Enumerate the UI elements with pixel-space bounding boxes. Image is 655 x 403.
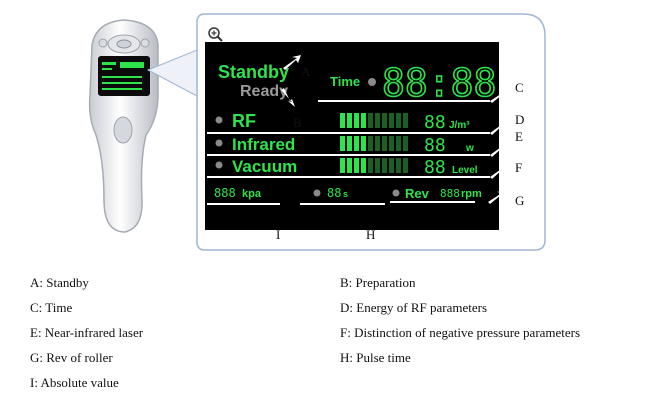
infrared-unit: w [465,143,474,154]
rev-unit: rpm [461,188,482,200]
kpa-unit: kpa [242,188,262,200]
callout-label-d: D [515,112,524,127]
rf-bar-segment [354,113,359,128]
rf-bar-segment [396,113,401,128]
legend-b: B: Preparation [340,275,416,290]
time-value: 88:88 [382,61,496,105]
vacuum-bar-segment [396,158,401,173]
vacuum-bar-segment [354,158,359,173]
rf-bar-segment [347,113,352,128]
callout-label-e: E [515,129,523,144]
legend-c: C: Time [30,300,73,315]
infrared-label: Infrared [232,135,295,154]
infrared-bar-segment [368,136,373,151]
rf-bar-segment [375,113,380,128]
callout-label-i: I [276,227,280,242]
vacuum-bar-segment [361,158,366,173]
vacuum-label: Vacuum [232,157,297,176]
infrared-bar-segment [361,136,366,151]
vacuum-level-bars [340,158,408,173]
infrared-value: 88 [424,135,446,156]
callout-arrow-b [281,88,295,107]
rev-label: Rev [405,186,430,201]
legend-i: I: Absolute value [30,375,119,390]
vacuum-bar-segment [347,158,352,173]
legend-h: H: Pulse time [340,350,411,365]
callout-arrow-a [283,55,301,70]
vacuum-bar-segment [375,158,380,173]
legend-f: F: Distinction of negative pressure para… [340,325,581,340]
infrared-bar-segment [403,136,408,151]
infrared-indicator-dot [215,139,223,147]
infrared-bar-segment [382,136,387,151]
kpa-value: 888 [214,186,236,200]
vacuum-bar-segment [403,158,408,173]
callout-label-h: H [366,227,375,242]
vacuum-unit: Level [452,165,478,176]
callout-label-c: C [515,80,524,95]
infrared-bar-segment [340,136,345,151]
standby-text: Standby [218,62,289,82]
infrared-bar-segment [375,136,380,151]
handheld-device [88,19,159,233]
diagram-figure: Standby Ready Time 88:88 RF 88 J/m³ Infr… [88,13,546,251]
infrared-bar-segment [389,136,394,151]
device-left-button[interactable] [98,38,108,48]
rf-indicator-dot [215,116,223,124]
time-indicator-dot [368,78,376,86]
callout-label-f: F [515,160,522,175]
legend-e: E: Near-infrared laser [30,325,144,340]
callout-label-a: A [301,64,311,79]
device-center-button[interactable] [116,39,132,49]
infrared-level-bars [340,136,408,151]
infrared-bar-segment [354,136,359,151]
rf-bar-segment [361,113,366,128]
rf-bar-segment [403,113,408,128]
legend-g: G: Rev of roller [30,350,113,365]
vacuum-value: 88 [424,157,446,178]
rf-value: 88 [424,112,446,133]
device-roller [113,116,133,144]
rf-bar-segment [382,113,387,128]
infrared-bar-segment [396,136,401,151]
legend-d: D: Energy of RF parameters [340,300,488,315]
zoom-in-icon[interactable] [208,27,223,42]
legend-a: A: Standby [30,275,89,290]
device-right-button[interactable] [140,38,150,48]
callout-arrow-c [490,89,508,103]
pulse-indicator-dot [313,189,321,197]
vacuum-indicator-dot [215,161,223,169]
rf-level-bars [340,113,408,128]
vacuum-bar-segment [382,158,387,173]
rf-label: RF [232,111,256,131]
callout-arrow-d [490,120,508,135]
pulse-value: 88 [327,186,341,200]
leader-line-i [243,205,279,227]
rev-indicator-dot [392,189,400,197]
callout-label-g: G [515,193,524,208]
vacuum-bar-segment [340,158,345,173]
callout-label-b: B [293,115,302,130]
rev-value: 888 [440,187,460,200]
rf-bar-segment [340,113,345,128]
rf-unit: J/m³ [449,120,470,131]
callout-arrow-e [490,142,508,157]
vacuum-bar-segment [368,158,373,173]
callout-arrow-f [490,164,508,179]
ready-text: Ready [240,83,288,100]
rf-bar-segment [368,113,373,128]
leader-line-h [342,205,365,227]
pulse-unit: s [343,189,348,199]
rf-bar-segment [389,113,394,128]
infrared-bar-segment [347,136,352,151]
callout-arrows [281,55,508,204]
time-label: Time [330,74,360,89]
callout-arrow-g [488,190,506,204]
vacuum-bar-segment [389,158,394,173]
